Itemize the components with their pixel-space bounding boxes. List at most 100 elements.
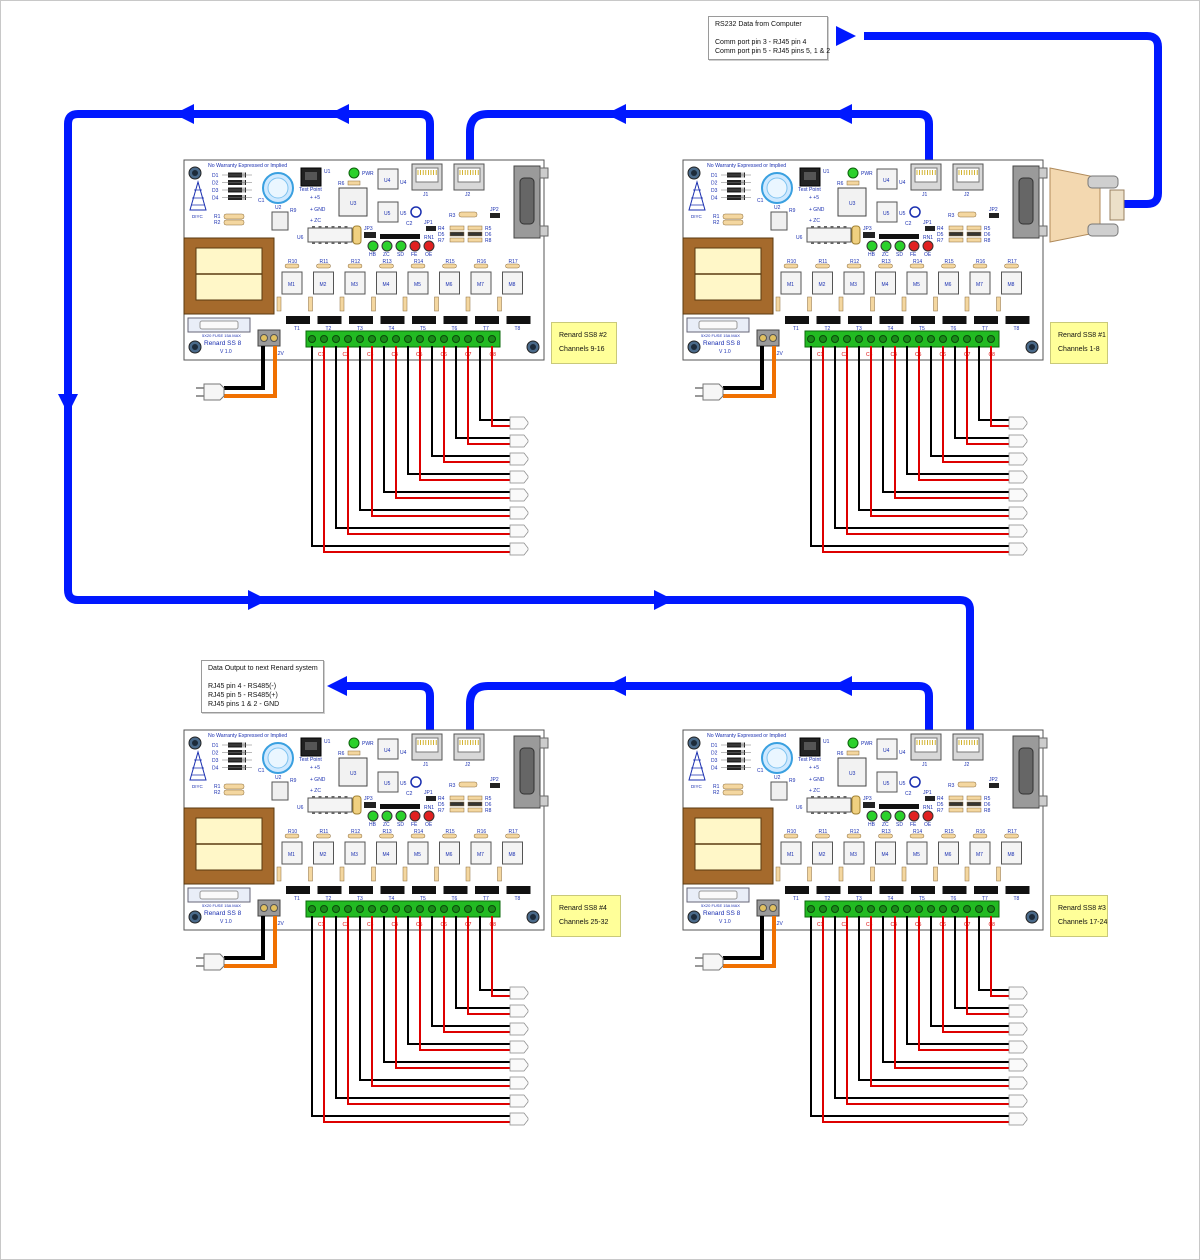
triac-label: T8	[515, 326, 521, 332]
triac-label: T4	[389, 896, 395, 902]
status-led-label: ZC	[383, 822, 390, 828]
terminal-screw	[963, 335, 971, 343]
terminal-screw	[927, 905, 935, 913]
channel-label: C3	[866, 922, 873, 928]
resistor-body	[972, 263, 988, 269]
triac	[974, 886, 998, 894]
renard-ss8-board: No Warranty Expressed or ImpliedD1D2D3D4…	[183, 159, 549, 556]
triac	[380, 316, 405, 324]
resistor-label: R13	[383, 259, 392, 265]
opto-label: M7	[477, 852, 484, 858]
terminal-screw	[843, 905, 851, 913]
c1-label: C1	[757, 198, 764, 204]
chip-pin	[325, 812, 328, 814]
optocoupler	[906, 841, 928, 865]
power-cord	[196, 916, 277, 971]
opto-label: M8	[509, 282, 516, 288]
resistor-body	[722, 213, 744, 220]
db9-face	[519, 177, 535, 225]
resistor-label: R13	[882, 259, 891, 265]
channel-wire-black	[834, 916, 1009, 1099]
terminal-screw	[332, 335, 340, 343]
channel-wires	[810, 346, 1028, 556]
channel-wire-red	[491, 346, 510, 427]
power-plug	[702, 383, 724, 401]
resistor-label: R17	[1008, 829, 1017, 835]
channel-wire-black	[882, 916, 1009, 1063]
terminal-screw	[416, 905, 424, 913]
pwr-led	[348, 167, 360, 179]
channel-wire-red	[894, 916, 1009, 1069]
channel-label: C2	[842, 922, 849, 928]
resistor-body	[815, 263, 830, 269]
resistor-vertical	[402, 866, 408, 882]
output-terminal-strip	[305, 330, 501, 348]
db9-screw	[1038, 795, 1048, 807]
resistor-body	[505, 263, 520, 269]
optocoupler	[969, 271, 991, 295]
status-led-label: SD	[896, 252, 903, 258]
board-layer: No Warranty Expressed or ImpliedD1D2D3D4…	[183, 159, 1048, 1126]
resistor-body	[410, 833, 426, 839]
channel-plug	[1008, 1076, 1028, 1090]
mounting-hole-center	[530, 914, 536, 920]
channel-wire-black	[978, 916, 1009, 991]
optocoupler	[313, 271, 334, 295]
power-wire-orange	[723, 346, 776, 398]
status-led-oe	[423, 240, 435, 252]
resistor-r3	[957, 781, 977, 788]
cable-computer-to-ss8-1	[864, 32, 1162, 208]
warranty-text: No Warranty Expressed or Implied	[707, 733, 786, 739]
channel-label: C2	[343, 922, 350, 928]
power-cord	[196, 346, 277, 401]
terminal-screw	[356, 335, 364, 343]
chip-pin	[338, 242, 341, 244]
chip-u6	[806, 797, 852, 813]
terminal-screw	[879, 905, 887, 913]
regulator-tab	[305, 742, 317, 750]
u4-side-label: U4	[400, 180, 407, 186]
small-part-body	[966, 795, 982, 801]
triac	[1005, 316, 1030, 324]
arrow-left-icon	[606, 104, 626, 124]
terminal-screw	[344, 335, 352, 343]
opto-label: M3	[850, 852, 857, 858]
terminal-screw	[831, 335, 839, 343]
chip-pin	[817, 242, 821, 244]
board-label-ss8-4: Renard SS8 #4 Channels 25-32	[551, 895, 621, 937]
diyc-text: DIYC	[192, 784, 204, 789]
triac	[1005, 886, 1030, 894]
resistor-label: R11	[320, 829, 329, 835]
channel-wire-red	[918, 916, 1009, 1051]
optocoupler	[875, 271, 896, 295]
small-part-label: R5	[485, 226, 492, 232]
resistor-label: R1	[214, 784, 221, 790]
triac	[848, 886, 872, 894]
channel-wire-red	[395, 346, 510, 499]
terminal-screw	[308, 335, 316, 343]
resistor-vertical	[276, 866, 282, 882]
arrow-left-icon	[832, 676, 852, 696]
channel-wire-red	[467, 916, 510, 1015]
chip-u5	[876, 201, 898, 223]
resistor-body	[442, 833, 457, 839]
channel-label: C3	[367, 352, 374, 358]
diyc-tree-logo	[189, 180, 207, 211]
terminal-screw	[344, 905, 352, 913]
resistor-vertical	[901, 866, 907, 882]
triac-label: T7	[483, 896, 489, 902]
resistor-vertical	[838, 296, 844, 312]
chip-pin	[843, 796, 847, 798]
opto-label: M6	[945, 282, 952, 288]
triac-label: T7	[982, 896, 988, 902]
terminal-screw	[903, 905, 911, 913]
resistor-body	[347, 833, 363, 839]
resistor-network-rn1	[380, 234, 420, 239]
jumper-jp2	[989, 213, 999, 218]
power-cord	[695, 916, 776, 971]
chip-u4	[876, 168, 898, 190]
resistor-body	[223, 783, 245, 790]
power-wire-orange	[224, 916, 277, 968]
chip-pin	[824, 226, 827, 228]
resistor-vertical	[807, 866, 812, 882]
